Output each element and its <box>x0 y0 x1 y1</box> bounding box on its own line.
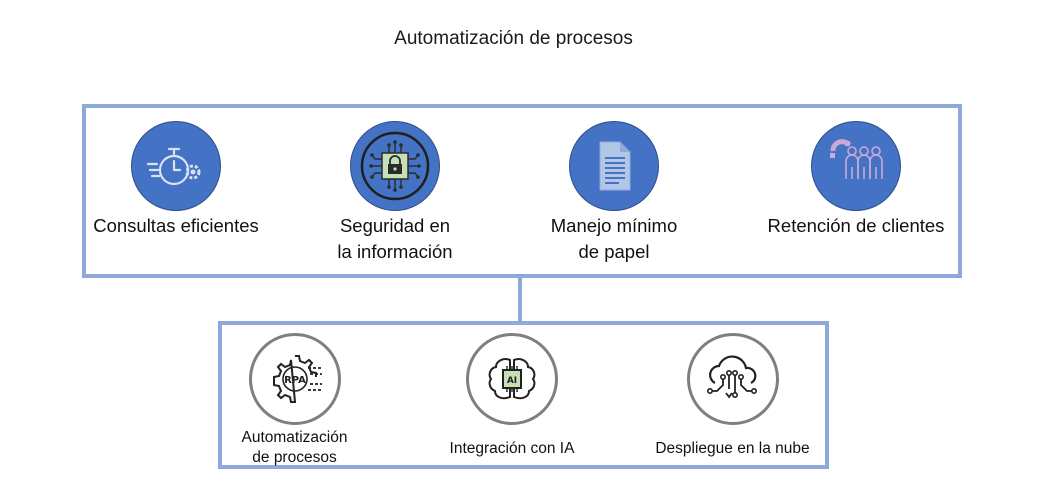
tech-despliegue-nube: Despliegue en la nube <box>645 333 820 459</box>
circuit-lock-icon <box>350 121 440 211</box>
connector-line <box>518 274 522 321</box>
tech-label: Integración con IA <box>449 440 575 457</box>
cloud-network-icon <box>686 333 779 425</box>
benefit-consultas-eficientes: Consultas eficientes <box>86 121 266 239</box>
magnet-people-icon <box>811 121 901 211</box>
rpa-gear-icon: RPA <box>248 333 341 425</box>
tech-label-line2: de procesos <box>252 449 337 466</box>
benefit-label-line2: la información <box>337 241 453 262</box>
ai-brain-icon: AI <box>466 333 558 425</box>
tech-label: Automatización <box>241 429 348 446</box>
document-icon <box>569 121 659 211</box>
tech-integracion-ia: AI Integración con IA <box>432 333 592 459</box>
benefit-label: Retención de clientes <box>767 215 945 236</box>
benefits-box <box>82 104 962 278</box>
tech-automatizacion: RPA Automatización de procesos <box>222 333 367 468</box>
technologies-box <box>218 321 829 469</box>
ai-icon-text: AI <box>507 376 517 386</box>
benefit-label: Consultas eficientes <box>93 215 259 236</box>
benefit-retencion-clientes: Retención de clientes <box>761 121 951 239</box>
benefit-seguridad: Seguridad en la información <box>305 121 485 265</box>
tech-label: Despliegue en la nube <box>655 440 810 457</box>
benefit-label: Manejo mínimo <box>550 215 678 236</box>
diagram-title: Automatización de procesos <box>394 28 633 49</box>
benefit-label: Seguridad en <box>339 215 451 236</box>
benefit-label-line2: de papel <box>578 241 650 262</box>
stopwatch-gear-icon <box>131 121 221 211</box>
rpa-icon-text: RPA <box>284 375 306 386</box>
benefit-manejo-papel: Manejo mínimo de papel <box>524 121 704 265</box>
